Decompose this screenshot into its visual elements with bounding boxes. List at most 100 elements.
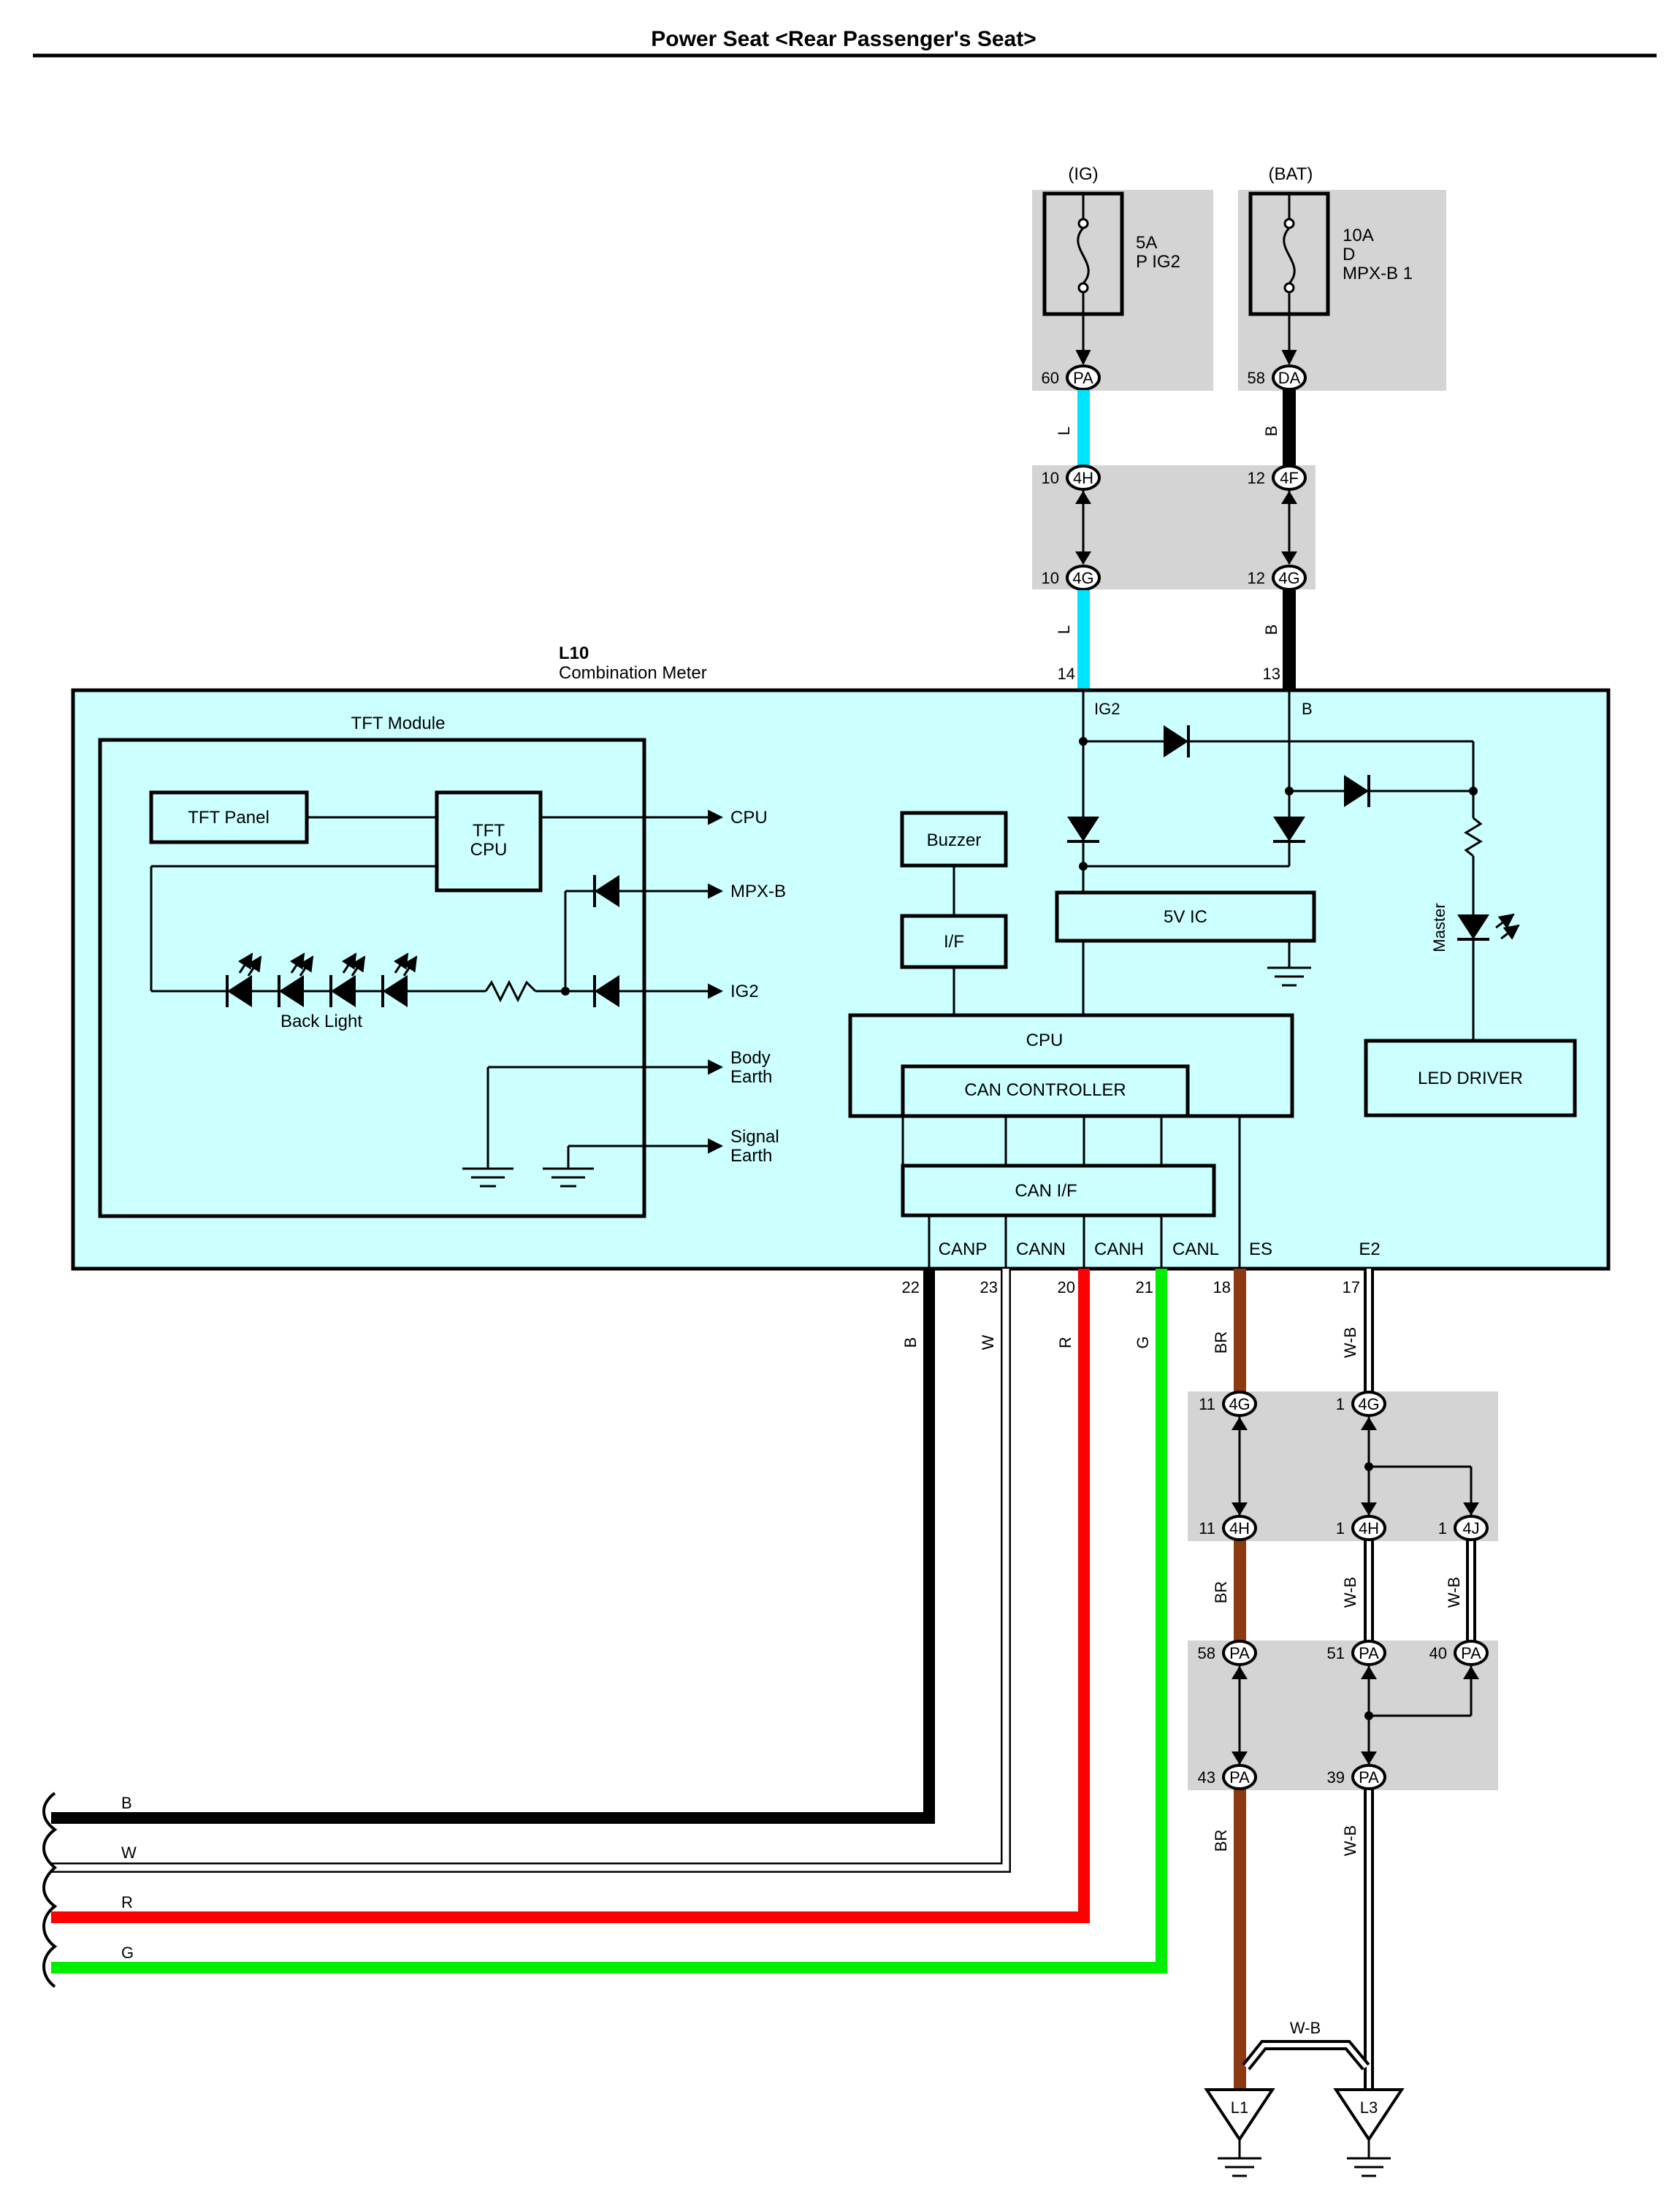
tft-panel-label: TFT Panel bbox=[188, 808, 270, 828]
led-driver-box bbox=[1364, 1039, 1577, 1118]
connector-pa-58: PA 58 bbox=[1198, 1640, 1257, 1666]
wire-bat-b-lower bbox=[1283, 590, 1296, 690]
bus-label-b: B bbox=[121, 1794, 132, 1812]
wire-label-wb-3: W-B bbox=[1445, 1577, 1463, 1608]
tft-out-cpu: CPU bbox=[730, 808, 768, 828]
svg-text:4H: 4H bbox=[1073, 469, 1093, 487]
wire-label-w-cann: W bbox=[979, 1334, 997, 1350]
wire-canl-green bbox=[51, 1269, 1167, 1974]
back-light-label: Back Light bbox=[280, 1012, 362, 1031]
tft-out-ig2: IG2 bbox=[730, 982, 759, 1001]
connector-4g-1: 4G 1 bbox=[1336, 1391, 1386, 1417]
five-v-ic-ground-icon bbox=[1267, 941, 1311, 987]
terminal-dividers bbox=[928, 1215, 1241, 1269]
pin-23: 23 bbox=[980, 1278, 998, 1296]
svg-text:58: 58 bbox=[1248, 369, 1265, 387]
can-if-label: CAN I/F bbox=[1015, 1181, 1077, 1201]
svg-text:10: 10 bbox=[1042, 569, 1059, 587]
terminal-canh: CANH bbox=[1094, 1239, 1144, 1259]
connector-pa-40: PA 40 bbox=[1429, 1640, 1489, 1666]
tft-out-body-2: Earth bbox=[730, 1067, 772, 1087]
meter-name: Combination Meter bbox=[559, 663, 707, 683]
ig-fuse-name: P IG2 bbox=[1136, 252, 1180, 272]
if-label: I/F bbox=[944, 932, 964, 952]
tft-cpu-label-2: CPU bbox=[470, 840, 508, 860]
svg-text:1: 1 bbox=[1336, 1519, 1345, 1537]
wire-label-wb-e2: W-B bbox=[1341, 1327, 1359, 1358]
bus-label-r: R bbox=[121, 1893, 133, 1911]
wire-e2-wb bbox=[1364, 1269, 1476, 2090]
svg-text:10: 10 bbox=[1042, 469, 1059, 487]
ground-l3-icon bbox=[1333, 2088, 1405, 2177]
terminal-cann: CANN bbox=[1016, 1239, 1066, 1259]
can-controller-label: CAN CONTROLLER bbox=[964, 1080, 1126, 1100]
pin-21: 21 bbox=[1136, 1278, 1153, 1296]
wire-ig-l-lower bbox=[1077, 590, 1090, 690]
connector-4h-11: 4H 11 bbox=[1199, 1515, 1257, 1541]
five-v-ic-label: 5V IC bbox=[1164, 907, 1207, 927]
svg-text:4G: 4G bbox=[1358, 1395, 1379, 1413]
wire-es-brown-1 bbox=[1234, 1269, 1246, 1391]
pin-17: 17 bbox=[1343, 1278, 1360, 1296]
svg-text:PA: PA bbox=[1073, 369, 1093, 387]
ground-l3-label: L3 bbox=[1360, 2098, 1378, 2117]
bat-fuse-panel bbox=[1238, 190, 1446, 391]
wire-label-b-canp: B bbox=[901, 1337, 920, 1348]
terminal-canl: CANL bbox=[1172, 1239, 1219, 1259]
ground-l1-label: L1 bbox=[1231, 2098, 1248, 2117]
connector-4g-10: 4G 10 bbox=[1042, 565, 1101, 591]
led-driver-label: LED DRIVER bbox=[1418, 1069, 1523, 1088]
back-light-leds bbox=[226, 952, 418, 1007]
connector-pa-43: PA 43 bbox=[1198, 1764, 1257, 1790]
svg-text:PA: PA bbox=[1461, 1644, 1481, 1662]
svg-text:39: 39 bbox=[1327, 1768, 1345, 1787]
svg-text:51: 51 bbox=[1327, 1644, 1345, 1662]
terminal-es: ES bbox=[1249, 1239, 1272, 1259]
wire-es-brown-3 bbox=[1234, 1789, 1246, 2090]
ig-fuse-icon bbox=[1077, 194, 1090, 314]
page-title: Power Seat <Rear Passenger's Seat> bbox=[651, 27, 1036, 51]
svg-text:40: 40 bbox=[1429, 1644, 1447, 1662]
wire-label-wb-bridge: W-B bbox=[1290, 2019, 1321, 2037]
bat-fuse-code: D bbox=[1343, 245, 1355, 264]
tft-out-signal-1: Signal bbox=[730, 1127, 779, 1147]
tft-ground-icons bbox=[462, 1167, 594, 1188]
svg-text:4J: 4J bbox=[1462, 1519, 1479, 1537]
wire-label-br-3: BR bbox=[1212, 1830, 1230, 1852]
svg-text:60: 60 bbox=[1042, 369, 1059, 387]
connector-4j-1: 4J 1 bbox=[1438, 1515, 1489, 1541]
wire-canh-red bbox=[51, 1269, 1090, 1923]
pin-18: 18 bbox=[1213, 1278, 1231, 1296]
svg-text:1: 1 bbox=[1336, 1395, 1345, 1413]
svg-text:1: 1 bbox=[1438, 1519, 1447, 1537]
wire-wb-bridge bbox=[1242, 2040, 1370, 2071]
tft-cpu-box bbox=[435, 790, 543, 893]
svg-text:11: 11 bbox=[1199, 1395, 1215, 1413]
junction-arrows-upper bbox=[1075, 491, 1297, 565]
tft-out-signal-2: Earth bbox=[730, 1146, 772, 1166]
connector-da-58: DA 58 bbox=[1248, 364, 1307, 391]
wire-canp-black bbox=[51, 1269, 935, 1824]
wire-break-symbol bbox=[42, 1792, 58, 1988]
buzzer-label: Buzzer bbox=[927, 830, 982, 850]
svg-text:PA: PA bbox=[1359, 1768, 1379, 1787]
wire-label-b-2: B bbox=[1262, 624, 1280, 635]
terminal-e2: E2 bbox=[1359, 1239, 1380, 1259]
meter-ig2-label: IG2 bbox=[1094, 700, 1120, 718]
wire-label-r-canh: R bbox=[1056, 1337, 1074, 1348]
junction-arrows-lower bbox=[1232, 1417, 1479, 1765]
bus-label-w: W bbox=[121, 1844, 137, 1862]
power-diodes bbox=[1067, 690, 1520, 1041]
can-if-box bbox=[901, 1164, 1216, 1218]
wire-label-l-2: L bbox=[1055, 625, 1073, 634]
bus-label-g: G bbox=[121, 1944, 134, 1962]
pin-20: 20 bbox=[1058, 1278, 1075, 1296]
svg-text:4H: 4H bbox=[1229, 1519, 1250, 1537]
meter-code: L10 bbox=[559, 643, 589, 663]
connector-pa-39: PA 39 bbox=[1327, 1764, 1386, 1790]
meter-pin-b: 13 bbox=[1263, 665, 1280, 683]
connector-4g-11: 4G 11 bbox=[1199, 1391, 1257, 1417]
five-v-ic-box bbox=[1055, 890, 1316, 943]
connector-4f-12: 4F 12 bbox=[1248, 465, 1307, 491]
cpu-label: CPU bbox=[1026, 1031, 1064, 1050]
